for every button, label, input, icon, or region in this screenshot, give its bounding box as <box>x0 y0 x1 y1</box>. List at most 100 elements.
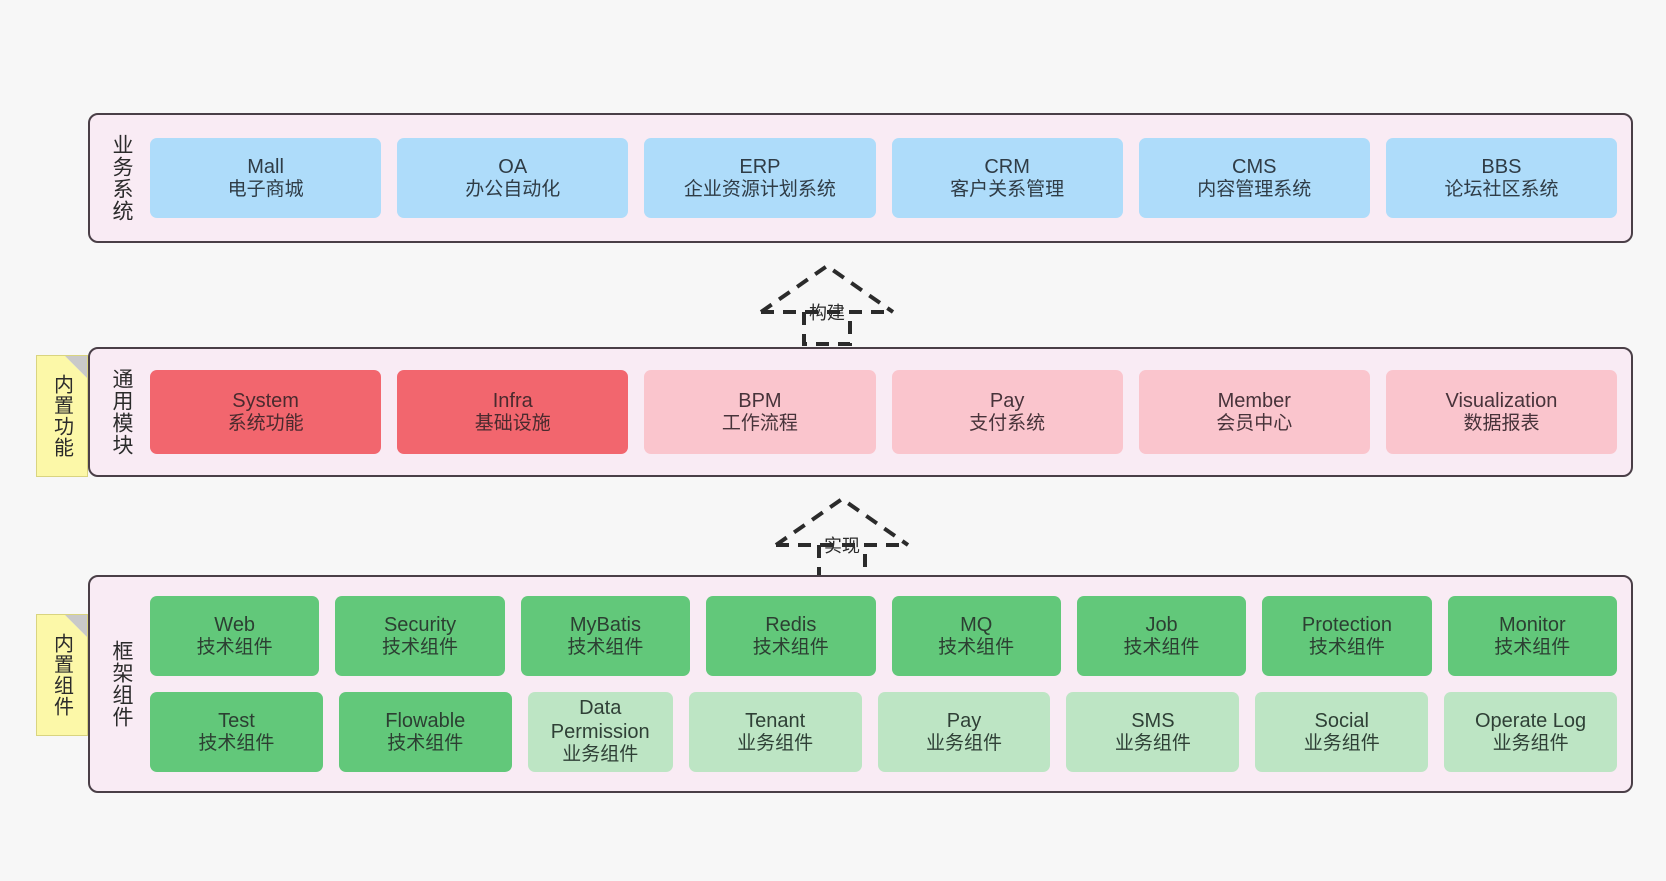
module-row: Mall 电子商城 OA 办公自动化 ERP 企业资源计划系统 CRM 客户关系… <box>150 138 1618 218</box>
module-card-erp[interactable]: ERP 企业资源计划系统 <box>644 138 876 218</box>
module-subtitle: 论坛社区系统 <box>1444 178 1559 200</box>
module-subtitle: 基础设施 <box>474 412 551 434</box>
component-name: Redis <box>765 613 817 636</box>
layer-body-framework-component: Web 技术组件 Security 技术组件 MyBatis 技术组件 Redi… <box>144 596 1631 772</box>
component-type: 技术组件 <box>938 636 1015 658</box>
component-name: Monitor <box>1498 613 1566 636</box>
component-type: 业务组件 <box>926 732 1003 754</box>
module-subtitle: 数据报表 <box>1463 412 1540 434</box>
module-name: Pay <box>989 389 1025 412</box>
component-card-social[interactable]: Social 业务组件 <box>1255 692 1429 772</box>
component-card-data-permission[interactable]: Data Permission 业务组件 <box>527 692 673 772</box>
component-card-mybatis[interactable]: MyBatis 技术组件 <box>520 596 691 676</box>
layer-body-business-system: Mall 电子商城 OA 办公自动化 ERP 企业资源计划系统 CRM 客户关系… <box>144 138 1631 218</box>
component-card-job[interactable]: Job 技术组件 <box>1076 596 1247 676</box>
component-type: 业务组件 <box>1492 732 1569 754</box>
component-card-mq[interactable]: MQ 技术组件 <box>891 596 1061 676</box>
module-card-cms[interactable]: CMS 内容管理系统 <box>1138 138 1370 218</box>
component-type: 业务组件 <box>562 744 639 766</box>
note-fold-icon <box>65 356 87 378</box>
connector-stem <box>802 312 852 346</box>
module-name: Visualization <box>1445 389 1558 412</box>
module-name: OA <box>498 155 528 178</box>
component-name: Web <box>214 613 256 636</box>
component-row-business: Test 技术组件 Flowable 技术组件 Data Permission … <box>150 692 1618 772</box>
module-subtitle: 系统功能 <box>227 412 304 434</box>
component-name: Protection <box>1301 613 1392 636</box>
component-name: MyBatis <box>569 613 641 636</box>
module-name: ERP <box>739 155 781 178</box>
module-name: Member <box>1217 389 1291 412</box>
module-name: System <box>232 389 299 412</box>
module-subtitle: 内容管理系统 <box>1197 178 1312 200</box>
module-subtitle: 支付系统 <box>969 412 1046 434</box>
component-name: Data Permission <box>550 697 650 743</box>
module-subtitle: 会员中心 <box>1216 412 1293 434</box>
component-type: 技术组件 <box>1123 636 1200 658</box>
component-name: Security <box>383 613 457 636</box>
component-card-protection[interactable]: Protection 技术组件 <box>1262 596 1432 676</box>
module-card-infra[interactable]: Infra 基础设施 <box>397 370 629 454</box>
component-type: 技术组件 <box>1494 636 1571 658</box>
connector-label-build: 构建 <box>809 303 845 323</box>
component-card-flowable[interactable]: Flowable 技术组件 <box>338 692 512 772</box>
component-type: 技术组件 <box>1308 636 1385 658</box>
component-name: Operate Log <box>1474 709 1587 732</box>
note-builtin-component: 内置组件 <box>36 614 88 736</box>
component-card-operate-log[interactable]: Operate Log 业务组件 <box>1444 692 1618 772</box>
component-type: 技术组件 <box>567 636 644 658</box>
module-row: System 系统功能 Infra 基础设施 BPM 工作流程 Pay 支付系统… <box>150 370 1618 454</box>
module-card-oa[interactable]: OA 办公自动化 <box>397 138 629 218</box>
module-card-crm[interactable]: CRM 客户关系管理 <box>891 138 1123 218</box>
component-name: Social <box>1314 709 1369 732</box>
note-fold-icon <box>65 615 87 637</box>
module-card-system[interactable]: System 系统功能 <box>150 370 382 454</box>
component-card-security[interactable]: Security 技术组件 <box>335 596 505 676</box>
connector-build: 构建 <box>757 262 897 346</box>
component-card-pay[interactable]: Pay 业务组件 <box>877 692 1051 772</box>
component-type: 技术组件 <box>198 732 275 754</box>
note-builtin-function: 内置功能 <box>36 355 88 477</box>
arrowhead-triangle-open <box>774 496 910 547</box>
component-card-web[interactable]: Web 技术组件 <box>150 596 320 676</box>
module-card-mall[interactable]: Mall 电子商城 <box>150 138 382 218</box>
layer-title-framework-component: 框架组件 <box>109 640 133 728</box>
module-name: CMS <box>1232 155 1277 178</box>
component-type: 技术组件 <box>752 636 829 658</box>
component-row-technical: Web 技术组件 Security 技术组件 MyBatis 技术组件 Redi… <box>150 596 1617 676</box>
component-card-test[interactable]: Test 技术组件 <box>150 692 323 772</box>
component-name: Tenant <box>745 709 806 732</box>
component-name: Flowable <box>385 709 466 732</box>
layer-title-common-module: 通用模块 <box>109 368 133 456</box>
component-name: Job <box>1145 613 1178 636</box>
component-name: Test <box>218 709 255 732</box>
layer-title-business-system: 业务系统 <box>109 134 133 222</box>
module-subtitle: 办公自动化 <box>465 178 561 200</box>
layer-body-common-module: System 系统功能 Infra 基础设施 BPM 工作流程 Pay 支付系统… <box>144 370 1631 454</box>
module-name: CRM <box>984 155 1030 178</box>
component-type: 技术组件 <box>196 636 273 658</box>
component-card-monitor[interactable]: Monitor 技术组件 <box>1447 596 1617 676</box>
module-name: BBS <box>1481 155 1522 178</box>
module-name: BPM <box>738 389 782 412</box>
module-card-visualization[interactable]: Visualization 数据报表 <box>1385 370 1618 454</box>
component-card-tenant[interactable]: Tenant 业务组件 <box>688 692 862 772</box>
arrowhead-triangle-open <box>759 263 895 314</box>
component-card-sms[interactable]: SMS 业务组件 <box>1066 692 1240 772</box>
component-card-redis[interactable]: Redis 技术组件 <box>706 596 876 676</box>
component-name: SMS <box>1131 709 1175 732</box>
module-card-bpm[interactable]: BPM 工作流程 <box>644 370 876 454</box>
note-label: 内置组件 <box>50 633 73 717</box>
module-subtitle: 客户关系管理 <box>950 178 1065 200</box>
component-type: 技术组件 <box>387 732 464 754</box>
module-card-pay[interactable]: Pay 支付系统 <box>891 370 1123 454</box>
module-card-member[interactable]: Member 会员中心 <box>1138 370 1370 454</box>
component-type: 业务组件 <box>1114 732 1191 754</box>
component-type: 业务组件 <box>737 732 814 754</box>
layer-common-module: 通用模块 System 系统功能 Infra 基础设施 BPM 工作流程 Pay… <box>88 347 1633 477</box>
component-name: Pay <box>946 709 982 732</box>
component-name: MQ <box>960 613 993 636</box>
module-card-bbs[interactable]: BBS 论坛社区系统 <box>1385 138 1618 218</box>
note-label: 内置功能 <box>50 374 73 458</box>
